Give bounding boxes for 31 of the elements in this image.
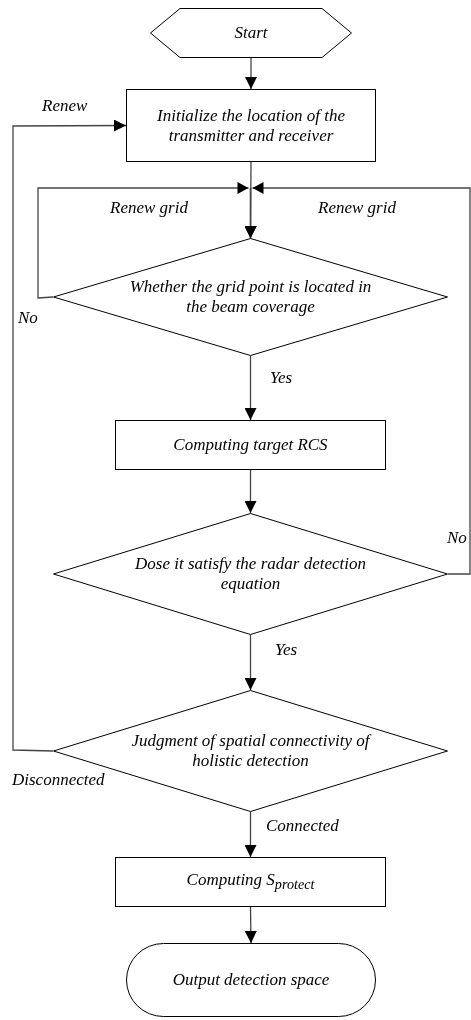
edge-label: No (18, 308, 38, 328)
process-box (126, 89, 376, 162)
node-text: Start (233, 23, 269, 43)
decision-diamond (53, 513, 448, 635)
edge-label: Yes (275, 640, 298, 660)
process-box (115, 857, 386, 907)
node-text: Output detection space (171, 970, 331, 990)
node-text: Whether the grid point is located in the beam coverage (128, 277, 373, 317)
arrow (244, 906, 257, 944)
edge-label: Connected (266, 816, 339, 836)
edge-label: Disconnected (12, 770, 105, 790)
node-text: Computing S$_{protect}$ (185, 869, 316, 895)
flow-label: Renew (42, 96, 88, 116)
edge-label: No (447, 528, 467, 548)
arrow (244, 469, 257, 514)
flow-label: Renew grid (318, 198, 396, 218)
node-text: Initialize the location of the transmitter and receiver (156, 105, 346, 146)
process-box (115, 420, 386, 470)
node-text: Computing target RCS (172, 435, 329, 455)
flow-label: Renew grid (110, 198, 188, 218)
arrow (244, 182, 471, 575)
arrow (244, 811, 257, 858)
arrow (244, 634, 257, 691)
arrow (245, 57, 257, 90)
node-text: Dose it satisfy the radar detection equation (134, 554, 367, 594)
edge-label: Yes (270, 368, 293, 388)
start-hexagon (150, 8, 352, 58)
decision-diamond (53, 238, 448, 356)
arrow (12, 119, 127, 752)
arrow (244, 355, 257, 421)
node-text: Judgment of spatial connectivity of holistic detection (130, 731, 373, 771)
